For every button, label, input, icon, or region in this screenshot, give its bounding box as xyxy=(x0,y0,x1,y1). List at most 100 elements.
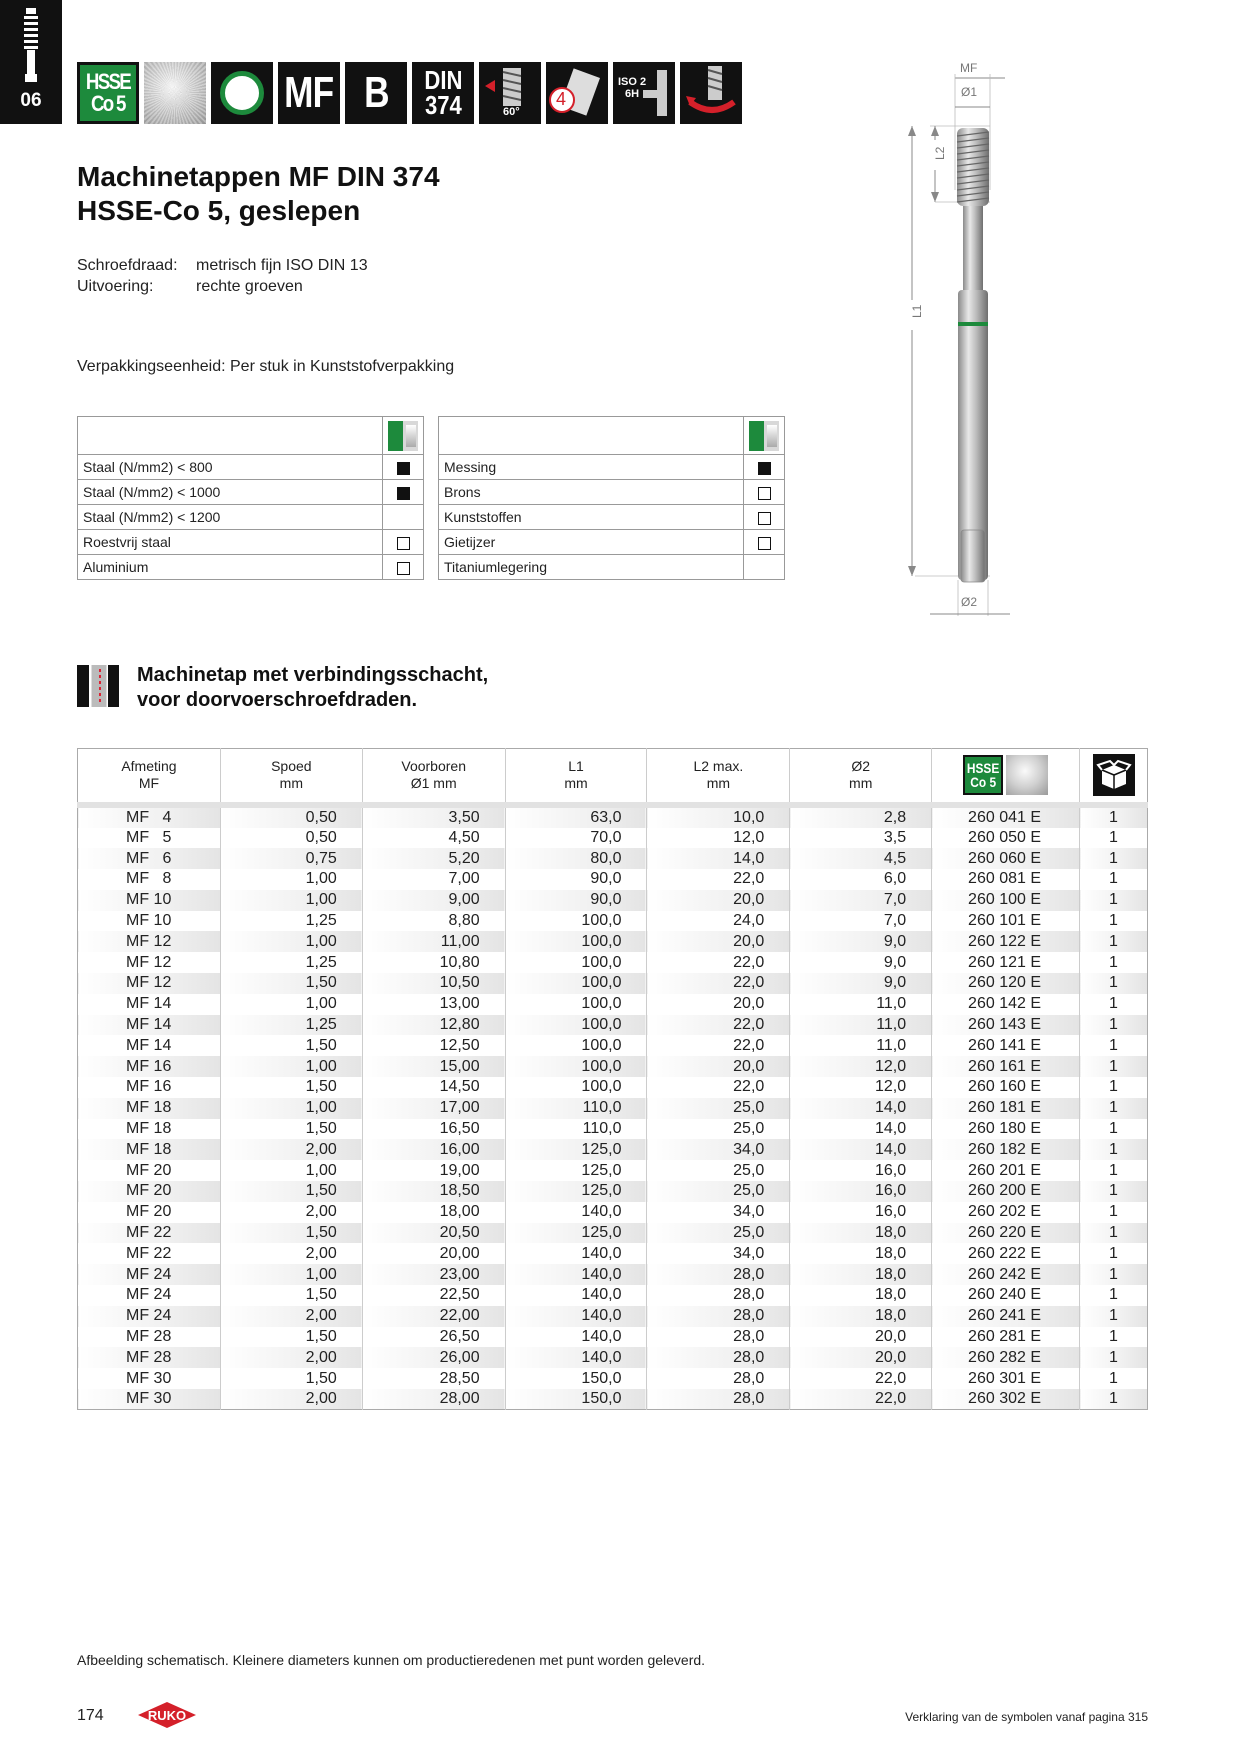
title-line-1: Machinetappen MF DIN 374 xyxy=(77,161,440,192)
symbols-reference: Verklaring van de symbolen vanaf pagina … xyxy=(905,1710,1148,1724)
cell-pitch: 1,00 xyxy=(220,1160,363,1182)
cell-pitch: 1,50 xyxy=(220,1326,363,1348)
tool-drawing: MF Ø1 L2 L1 Ø2 xyxy=(905,61,1010,616)
material-row: Gietijzer xyxy=(438,529,785,555)
cell-pitch: 1,50 xyxy=(220,1368,363,1390)
header-unit: mm xyxy=(279,775,303,792)
cell-predrill: 4,50 xyxy=(362,827,506,849)
cell-d2: 12,0 xyxy=(789,1056,933,1078)
cell-l2: 28,0 xyxy=(646,1389,791,1410)
cell-l1: 140,0 xyxy=(505,1201,648,1223)
cell-predrill: 7,00 xyxy=(362,869,506,890)
material-name: Kunststoffen xyxy=(438,504,744,530)
cell-package: 1 xyxy=(1079,1389,1148,1410)
cell-d2: 11,0 xyxy=(789,993,933,1015)
cell-article: 260 301 E xyxy=(931,1368,1080,1390)
cell-l2: 28,0 xyxy=(646,1368,791,1390)
cell-l2: 22,0 xyxy=(646,1035,791,1057)
cell-article: 260 220 E xyxy=(931,1222,1080,1244)
cell-pitch: 1,50 xyxy=(220,1285,363,1306)
cell-predrill: 20,50 xyxy=(362,1222,506,1244)
cell-predrill: 13,00 xyxy=(362,993,506,1015)
mf-label: MF xyxy=(284,68,334,117)
cell-d2: 7,0 xyxy=(789,889,933,911)
cell-article: 260 081 E xyxy=(931,869,1080,890)
cell-l1: 100,0 xyxy=(505,931,648,953)
cell-d2: 16,0 xyxy=(789,1181,933,1202)
cell-size: MF 28 xyxy=(77,1347,221,1369)
cell-size: MF 14 xyxy=(77,1035,221,1057)
hsse-material-icon xyxy=(749,420,779,451)
header-label: L1 xyxy=(568,758,584,775)
gauge-icon xyxy=(643,70,667,116)
cell-l2: 14,0 xyxy=(646,848,791,870)
cell-l1: 150,0 xyxy=(505,1368,648,1390)
spec-row: Schroefdraad: metrisch fijn ISO DIN 13 xyxy=(77,255,368,276)
cell-size: MF 12 xyxy=(77,931,221,953)
specifications: Schroefdraad: metrisch fijn ISO DIN 13 U… xyxy=(77,255,368,297)
cell-l2: 22,0 xyxy=(646,973,791,994)
cell-d2: 18,0 xyxy=(789,1285,933,1306)
cell-article: 260 181 E xyxy=(931,1097,1080,1119)
material-suitability xyxy=(382,454,424,480)
material-suitability xyxy=(382,554,424,580)
cell-pitch: 2,00 xyxy=(220,1389,363,1410)
cell-d2: 6,0 xyxy=(789,869,933,890)
cell-pitch: 0,50 xyxy=(220,804,363,828)
section-title-line-2: voor doorvoerschroefdraden. xyxy=(137,689,418,711)
cell-package: 1 xyxy=(1079,869,1148,890)
cell-article: 260 242 E xyxy=(931,1264,1080,1286)
cell-pitch: 2,00 xyxy=(220,1201,363,1223)
cell-d2: 18,0 xyxy=(789,1222,933,1244)
material-name: Roestvrij staal xyxy=(77,529,383,555)
cell-pitch: 1,50 xyxy=(220,1035,363,1057)
cell-package: 1 xyxy=(1079,1264,1148,1286)
cell-d2: 18,0 xyxy=(789,1264,933,1286)
cell-predrill: 26,00 xyxy=(362,1347,506,1369)
right-hand-rotation-icon xyxy=(686,66,736,113)
material-row: Staal (N/mm2) < 1200 xyxy=(77,504,424,530)
bright-finish-icon xyxy=(1006,755,1049,796)
cell-d2: 7,0 xyxy=(789,910,933,932)
cell-package: 1 xyxy=(1079,889,1148,911)
cell-l2: 28,0 xyxy=(646,1326,791,1348)
hsse-label: HSSE xyxy=(85,69,132,94)
material-name: Brons xyxy=(438,479,744,505)
empty-square-icon xyxy=(396,536,410,550)
cell-d2: 4,5 xyxy=(789,848,933,870)
header-label: Afmeting xyxy=(121,758,177,775)
cell-l2: 12,0 xyxy=(646,827,791,849)
cell-l1: 70,0 xyxy=(505,827,648,849)
cell-l1: 110,0 xyxy=(505,1097,648,1119)
filled-square-icon xyxy=(396,461,410,475)
cell-l1: 100,0 xyxy=(505,973,648,994)
dim-d1-label: Ø1 xyxy=(961,85,977,99)
header-label: L2 max. xyxy=(693,758,744,775)
tolerance-symbol: ISO 2 6H xyxy=(613,62,675,124)
cell-size: MF 5 xyxy=(77,827,221,849)
flutes-symbol: 4 xyxy=(546,62,608,124)
cell-size: MF 24 xyxy=(77,1305,221,1327)
cell-d2: 16,0 xyxy=(789,1160,933,1182)
cell-package: 1 xyxy=(1079,1368,1148,1390)
cell-predrill: 22,50 xyxy=(362,1285,506,1306)
cell-d2: 18,0 xyxy=(789,1243,933,1265)
cell-article: 260 281 E xyxy=(931,1326,1080,1348)
cell-l2: 22,0 xyxy=(646,1014,791,1036)
green-ring-icon xyxy=(220,71,264,115)
cell-predrill: 10,80 xyxy=(362,952,506,974)
cell-package: 1 xyxy=(1079,1097,1148,1119)
